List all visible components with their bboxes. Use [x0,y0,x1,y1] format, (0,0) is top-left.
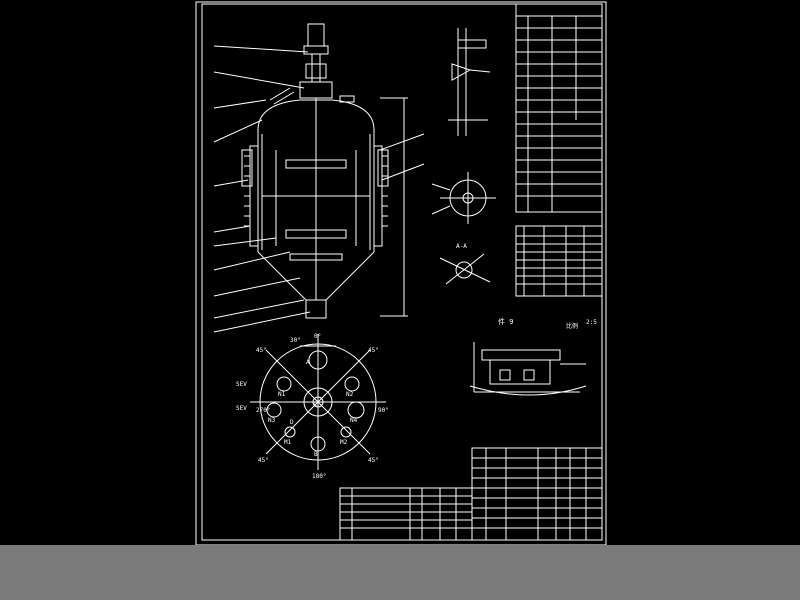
sev-label-b: SEV [236,405,247,412]
angle-label-45b: 45° [368,347,379,354]
angle-label-45c: 45° [258,457,269,464]
parts-list-table [471,447,603,541]
nozzle-label-n1: N1 [278,391,286,398]
angle-label-270: 270° [256,407,270,414]
detail-scale-label: 比例 [566,322,578,330]
nozzle-label-a: A [306,359,310,366]
jacket-ticks [244,155,388,227]
angle-label-30: 30° [290,337,301,344]
parts-list-table-2 [339,487,473,541]
tech-spec-table [515,3,603,213]
detail-ratio-label: 2:5 [586,319,597,326]
paddle-detail [448,28,491,136]
flange-section [431,172,496,224]
nozzle-label-n4: N4 [350,417,358,424]
sev-label-a: SEV [236,381,247,388]
nozzle-label-b: B [314,451,318,458]
angle-label-45d: 45° [368,457,379,464]
part-leader-lines [213,45,425,333]
plan-labels: 45° 45° 45° 45° 30° 0° 90° 270° 180° SEV… [236,333,389,480]
section-a-a-label: A-A [456,243,467,250]
nozzle-label-m2: M2 [340,439,348,446]
nozzle-table [515,225,603,297]
detail-label: 件 9 [498,317,513,326]
nozzle-label-n2: N2 [346,391,354,398]
angle-label-45a: 45° [256,347,267,354]
part-9-detail: 件 9 比例 2:5 [469,317,597,396]
reactor-vessel-elevation [241,23,408,319]
nozzle-label-n3: N3 [268,417,276,424]
angle-label-90: 90° [378,407,389,414]
nozzle-orientation-plan [250,334,386,470]
nozzle-label-d: D [290,419,294,426]
section-a-a: A-A [439,243,491,285]
angle-label-180: 180° [312,473,326,480]
nozzle-label-m1: M1 [284,439,292,446]
nozzle-label-c: C [314,401,318,408]
angle-label-0: 0° [314,333,321,340]
viewer-status-bar [0,545,800,600]
